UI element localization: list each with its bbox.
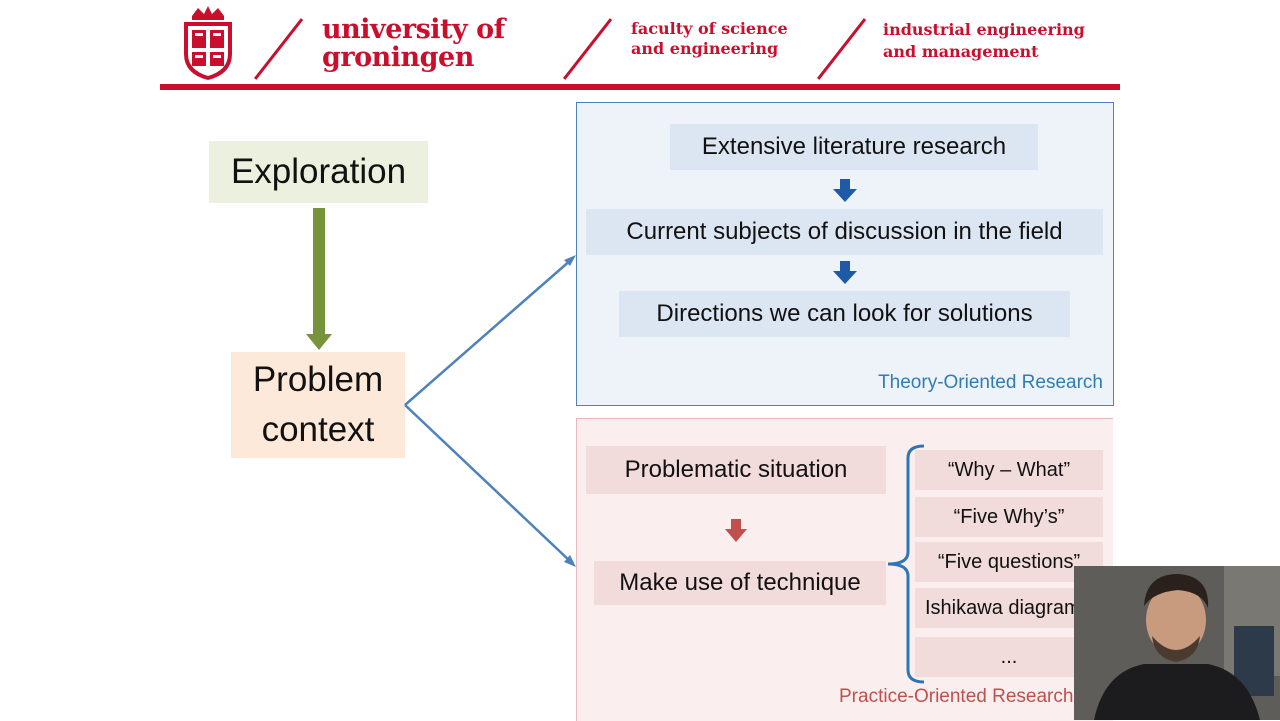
university-name-line-1: university of [322, 14, 505, 45]
presenter-webcam [1074, 566, 1280, 720]
problem-context-box: Problem context [231, 352, 405, 458]
header-rule [160, 84, 1120, 90]
technique-five-questions: “Five questions” [915, 542, 1103, 582]
technique-ishikawa: Ishikawa diagram [915, 588, 1103, 628]
problem-context-line-2: context [261, 410, 375, 449]
arrow-down-blue [833, 179, 857, 202]
arrow-down-blue [833, 261, 857, 284]
practice-step-1: Problematic situation [586, 446, 886, 494]
university-crest-icon [184, 6, 232, 80]
exploration-label: Exploration [230, 152, 407, 191]
technique-five-whys: “Five Why’s” [915, 497, 1103, 537]
header-divider [817, 18, 867, 80]
exploration-box: Exploration [209, 141, 428, 203]
problem-context-line-1: Problem [252, 360, 384, 399]
arrow-down-green [306, 208, 332, 350]
arrow-down-red [725, 519, 747, 542]
technique-label: “Five questions” [937, 550, 1081, 573]
branch-arrows [404, 255, 576, 567]
technique-more: ... [915, 637, 1103, 677]
technique-label: Ishikawa diagram [925, 596, 1081, 619]
theory-step-1-label: Extensive literature research [701, 133, 1007, 160]
practice-step-2-label: Make use of technique [619, 569, 861, 596]
university-name-line-2: groningen [322, 42, 474, 73]
theory-step-2: Current subjects of discussion in the fi… [586, 209, 1103, 255]
theory-label: Theory-Oriented Research [878, 372, 1103, 393]
header-divider [563, 18, 613, 80]
faculty-line-1: faculty of science [631, 19, 788, 38]
practice-label: Practice-Oriented Research [839, 686, 1074, 707]
department-line-1: industrial engineering [883, 20, 1085, 39]
department-line-2: and management [883, 42, 1039, 61]
faculty-line-2: and engineering [631, 39, 779, 58]
theory-step-3-label: Directions we can look for solutions [656, 300, 1033, 327]
technique-why-what: “Why – What” [915, 450, 1103, 490]
technique-label: ... [1000, 645, 1018, 668]
header-divider [254, 18, 304, 80]
practice-step-1-label: Problematic situation [624, 456, 848, 483]
theory-step-1: Extensive literature research [670, 124, 1038, 170]
practice-step-2: Make use of technique [594, 561, 886, 605]
theory-step-2-label: Current subjects of discussion in the fi… [626, 218, 1063, 245]
theory-step-3: Directions we can look for solutions [619, 291, 1070, 337]
technique-label: “Five Why’s” [953, 505, 1065, 528]
curly-brace [887, 444, 925, 684]
presenter-icon [1074, 566, 1280, 720]
technique-label: “Why – What” [947, 458, 1071, 481]
